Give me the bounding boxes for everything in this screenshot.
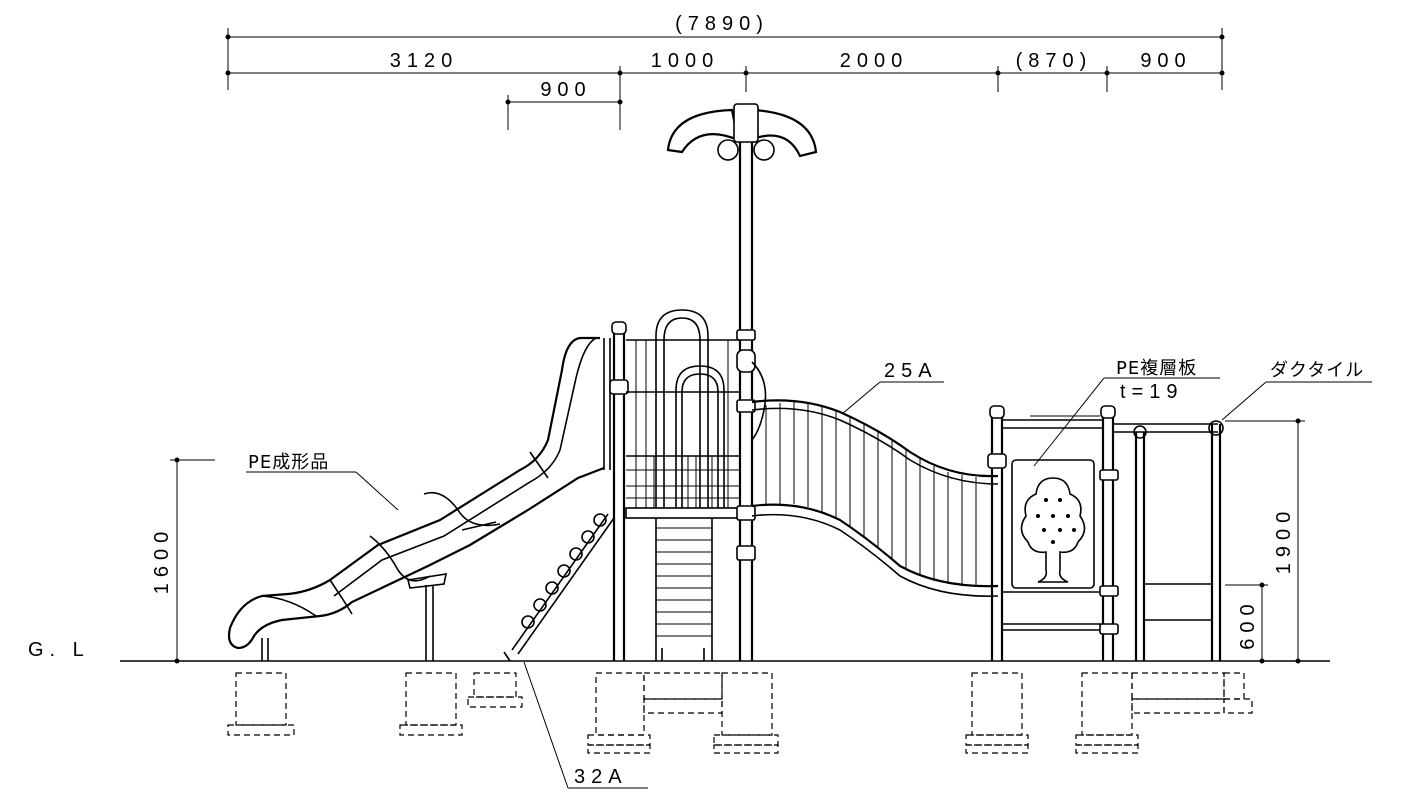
dimension-height-small-text: 600 — [1237, 598, 1259, 649]
callout-handrail-pipe: 25A — [841, 360, 944, 415]
main-tower — [609, 103, 818, 661]
callout-fitting-material: ダクタイル — [1221, 360, 1372, 421]
panel-thickness-label: t=19 — [1120, 381, 1183, 403]
dimension-seg3-text: 2000 — [840, 50, 909, 72]
dimension-seg2-text: 1000 — [651, 50, 720, 72]
ground-line: G. L — [28, 639, 1330, 662]
dimension-height-right-text: 1900 — [1273, 506, 1295, 575]
slide — [227, 336, 611, 661]
callout-ladder-pipe: 32A — [523, 661, 648, 789]
handrail-pipe-label: 25A — [884, 360, 938, 382]
callout-panel-material: PE複層板 t=19 — [1033, 358, 1220, 467]
slide-material-label: PE成形品 — [248, 452, 329, 473]
panel-material-label: PE複層板 — [1116, 358, 1197, 379]
climbing-ladder — [503, 513, 615, 662]
dimension-height-left-text: 1600 — [151, 526, 173, 595]
callout-slide-material: PE成形品 — [246, 452, 399, 511]
dimension-height-left: 1600 — [151, 457, 215, 664]
dimension-sub-text: 900 — [540, 79, 591, 101]
wave-bridge — [751, 399, 999, 597]
fitting-material-label: ダクタイル — [1270, 360, 1364, 381]
dimension-sub: 900 — [505, 79, 623, 130]
dimension-overall: (7890) — [225, 13, 1225, 90]
dimension-seg4-text: (870) — [1016, 50, 1093, 72]
dimension-height-right: 1900 600 — [1225, 418, 1305, 664]
ladder-pipe-label: 32A — [574, 766, 628, 788]
dimension-seg1-text: 3120 — [390, 50, 459, 72]
dimension-seg5-text: 900 — [1140, 50, 1191, 72]
dimension-overall-text: (7890) — [675, 13, 769, 35]
right-tower — [987, 405, 1224, 661]
dimension-segments: 3120 1000 2000 (870) 900 — [225, 50, 1225, 130]
foundations — [227, 672, 1253, 754]
ground-label: G. L — [28, 639, 90, 661]
